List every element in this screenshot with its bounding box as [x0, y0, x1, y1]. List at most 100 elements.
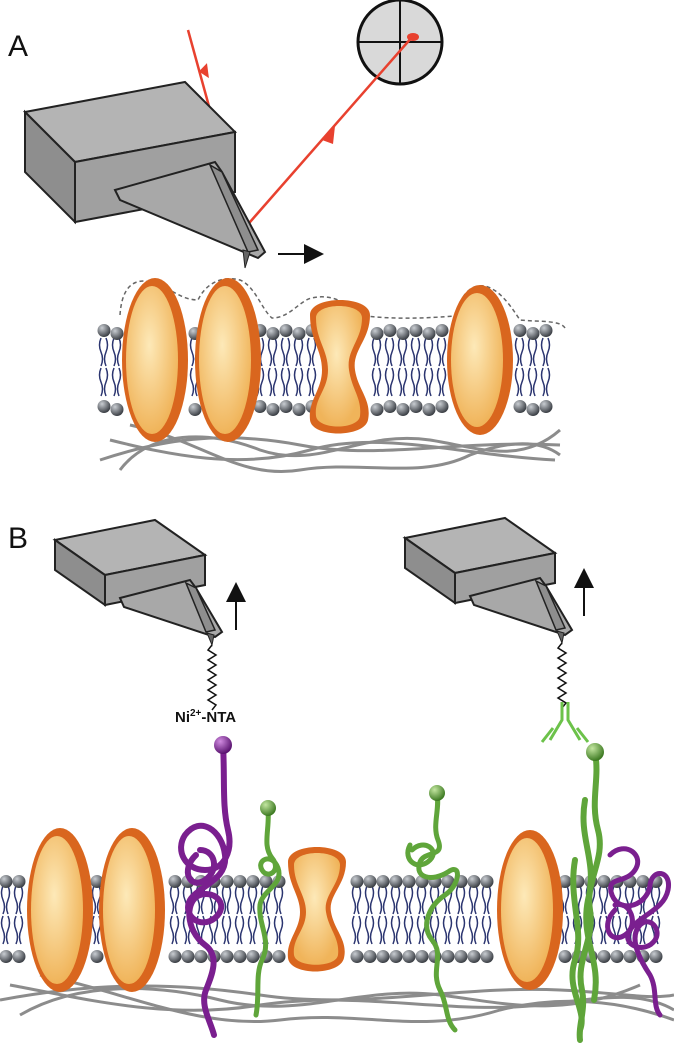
lipid-tail-icon: [0, 915, 11, 945]
lipid-head-icon: [396, 403, 410, 416]
lipid-tail-icon: [371, 337, 382, 367]
lipid-tail-icon: [410, 337, 421, 367]
lipid-head-icon: [110, 403, 124, 416]
lipid-tail-icon: [267, 337, 278, 367]
lipid-tail-icon: [0, 885, 11, 915]
lipid-tail-icon: [403, 885, 414, 915]
receptor-head-icon: [260, 800, 276, 816]
lipid-head-icon: [415, 950, 429, 963]
lipid-head-icon: [350, 950, 364, 963]
lipid-tail-icon: [527, 367, 538, 397]
lipid-tail-icon: [371, 367, 382, 397]
lipid-tail-icon: [455, 915, 466, 945]
linker-icon: [556, 642, 568, 709]
lipid-head-icon: [350, 875, 364, 888]
lipid-head-icon: [467, 875, 481, 888]
lipid-tail-icon: [273, 885, 284, 915]
lipid-tail-icon: [514, 367, 525, 397]
lipid-head-icon: [435, 324, 449, 337]
lipid-head-icon: [389, 875, 403, 888]
receptor-head-icon: [214, 736, 232, 754]
lipid-tail-icon: [267, 367, 278, 397]
lipid-head-icon: [279, 324, 293, 337]
lipid-head-icon: [597, 950, 611, 963]
lipid-head-icon: [220, 875, 234, 888]
lipid-head-icon: [253, 400, 267, 413]
lipid-tail-icon: [481, 915, 492, 945]
receptor-chain-icon: [405, 790, 460, 1033]
lipid-bilayer-a: [97, 324, 553, 416]
membrane-protein-icon: [309, 300, 370, 434]
lipid-head-icon: [292, 327, 306, 340]
lipid-tail-icon: [221, 915, 232, 945]
lipid-head-icon: [409, 400, 423, 413]
lipid-head-icon: [480, 875, 494, 888]
lipid-head-icon: [454, 950, 468, 963]
lipid-tail-icon: [377, 885, 388, 915]
membrane-protein-icon: [195, 278, 261, 442]
lipid-head-icon: [233, 950, 247, 963]
lipid-head-icon: [383, 400, 397, 413]
lipid-head-icon: [526, 327, 540, 340]
lipid-tail-icon: [377, 915, 388, 945]
lipid-tail-icon: [234, 915, 245, 945]
cantilever-icon: [402, 516, 574, 645]
lipid-head-icon: [259, 875, 273, 888]
lipid-head-icon: [188, 403, 202, 416]
lipid-tail-icon: [273, 915, 284, 945]
lipid-tail-icon: [111, 367, 122, 397]
lipid-head-icon: [90, 875, 104, 888]
lipid-head-icon: [422, 403, 436, 416]
lipid-tail-icon: [403, 915, 414, 945]
lipid-head-icon: [402, 950, 416, 963]
lipid-tail-icon: [13, 885, 24, 915]
lipid-head-icon: [422, 327, 436, 340]
lipid-head-icon: [649, 950, 663, 963]
lipid-head-icon: [513, 324, 527, 337]
lipid-tail-icon: [436, 337, 447, 367]
lipid-head-icon: [246, 950, 260, 963]
lipid-tail-icon: [384, 337, 395, 367]
receptor-chain-icon: [605, 846, 671, 1018]
lipid-tail-icon: [423, 337, 434, 367]
lipid-tail-icon: [397, 367, 408, 397]
lipid-tail-icon: [416, 915, 427, 945]
lipid-head-icon: [168, 875, 182, 888]
membrane-protein-icon: [27, 828, 93, 992]
linker-icon: [206, 644, 218, 711]
lipid-head-icon: [246, 875, 260, 888]
lipid-tail-icon: [384, 367, 395, 397]
topography-outline: [119, 278, 566, 329]
lipid-tail-icon: [293, 367, 304, 397]
lipid-head-icon: [467, 950, 481, 963]
lipid-head-icon: [0, 875, 13, 888]
ni-nta-label: Ni2+-NTA: [175, 708, 236, 726]
lipid-tail-icon: [514, 337, 525, 367]
membrane-protein-icon: [497, 830, 563, 990]
lipid-head-icon: [220, 950, 234, 963]
receptor-chain-icon: [569, 749, 603, 1043]
lipid-tail-icon: [306, 367, 317, 397]
receptor-head-icon: [429, 785, 445, 801]
lipid-head-icon: [376, 875, 390, 888]
lipid-head-icon: [558, 875, 572, 888]
lipid-tail-icon: [442, 915, 453, 945]
lipid-tail-icon: [111, 337, 122, 367]
lipid-head-icon: [513, 400, 527, 413]
lipid-tail-icon: [540, 367, 551, 397]
lipid-head-icon: [194, 950, 208, 963]
lipid-head-icon: [526, 403, 540, 416]
lipid-tail-icon: [397, 337, 408, 367]
lipid-head-icon: [597, 875, 611, 888]
lipid-tail-icon: [468, 915, 479, 945]
lipid-head-icon: [383, 324, 397, 337]
membrane-protein-icon: [122, 278, 188, 442]
lipid-head-icon: [623, 950, 637, 963]
lipid-tail-icon: [364, 915, 375, 945]
lipid-head-icon: [292, 403, 306, 416]
receptor-chain-icon: [178, 742, 233, 1038]
lipid-tail-icon: [169, 915, 180, 945]
lipid-tail-icon: [280, 337, 291, 367]
lipid-head-icon: [370, 403, 384, 416]
membrane-protein-icon: [99, 828, 165, 992]
